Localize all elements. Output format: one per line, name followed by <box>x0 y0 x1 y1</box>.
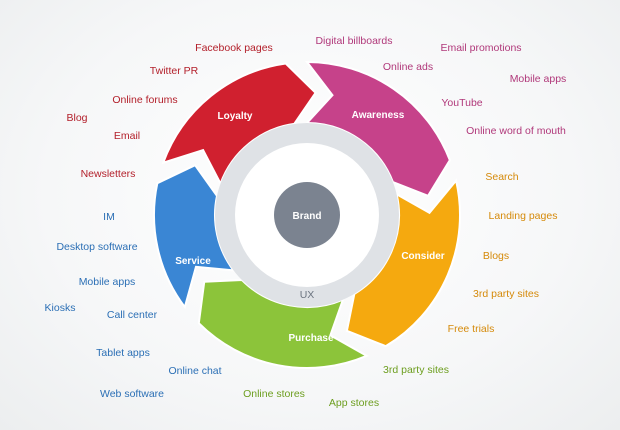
channel-label: Facebook pages <box>195 42 273 54</box>
channel-label: Email <box>114 130 140 142</box>
channel-label: Kiosks <box>45 302 76 314</box>
channel-label: Online forums <box>112 94 177 106</box>
brand-circle <box>274 182 340 248</box>
consider-channels: Search Landing pages Blogs 3rd party sit… <box>448 171 558 335</box>
channel-label: 3rd party sites <box>473 288 539 300</box>
channel-label: Blogs <box>483 250 509 262</box>
channel-label: Online ads <box>383 61 433 73</box>
channel-label: Mobile apps <box>510 73 567 85</box>
channel-label: Web software <box>100 388 164 400</box>
service-channels: IM Desktop software Mobile apps Kiosks C… <box>45 211 222 400</box>
channel-label: Desktop software <box>56 241 137 253</box>
channel-label: Tablet apps <box>96 347 150 359</box>
channel-label: YouTube <box>441 97 482 109</box>
channel-label: Online chat <box>168 365 221 377</box>
channel-label: Search <box>485 171 518 183</box>
channel-label: App stores <box>329 397 379 409</box>
channel-label: 3rd party sites <box>383 364 449 376</box>
brand-label: Brand <box>293 211 322 222</box>
channel-label: Online stores <box>243 388 305 400</box>
channel-label: Mobile apps <box>79 276 136 288</box>
journey-ring <box>153 60 461 370</box>
consider-label: Consider <box>401 251 444 262</box>
channel-label: Online word of mouth <box>466 125 566 137</box>
channel-label: Landing pages <box>489 210 558 222</box>
ux-label: UX <box>300 289 315 301</box>
awareness-channels: Digital billboards Online ads Email prom… <box>315 35 566 137</box>
channel-label: Free trials <box>448 323 495 335</box>
service-label: Service <box>175 256 211 267</box>
awareness-label: Awareness <box>352 110 405 121</box>
purchase-label: Purchase <box>288 333 333 344</box>
purchase-channels: 3rd party sites App stores Online stores <box>243 364 449 409</box>
channel-label: Email promotions <box>440 42 521 54</box>
channel-label: Blog <box>66 112 87 124</box>
channel-label: Digital billboards <box>315 35 392 47</box>
channel-label: Newsletters <box>81 168 136 180</box>
channel-label: Call center <box>107 309 158 321</box>
loyalty-label: Loyalty <box>217 111 252 122</box>
loyalty-channels: Facebook pages Twitter PR Online forums … <box>66 42 272 180</box>
channel-label: Twitter PR <box>150 65 199 77</box>
channel-label: IM <box>103 211 115 223</box>
